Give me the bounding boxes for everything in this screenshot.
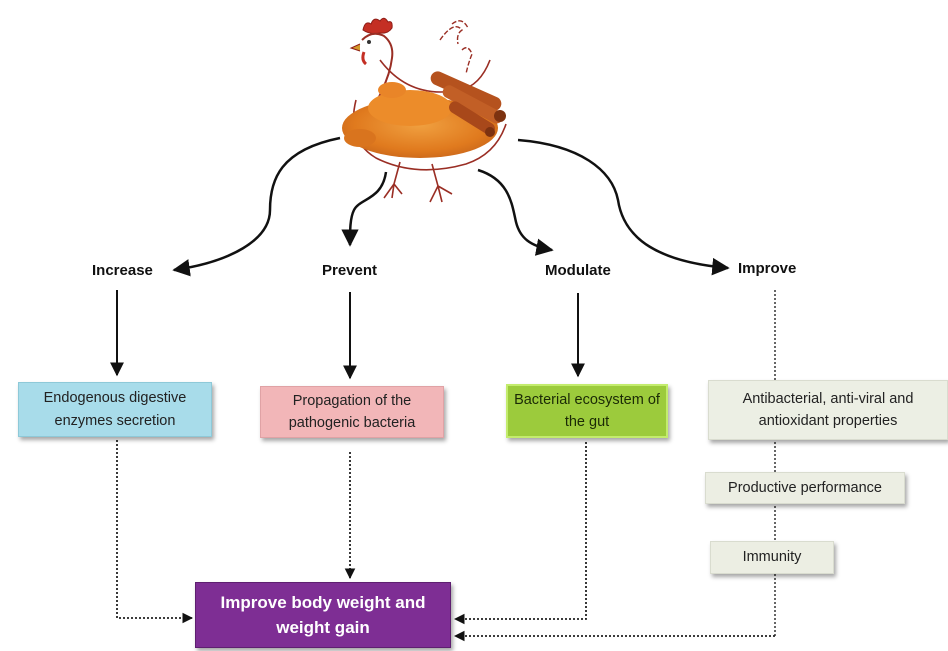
dotted-arrow-bacterial-to-outcome bbox=[453, 442, 587, 625]
cinnamon-sticks-icon bbox=[430, 71, 506, 137]
box-outcome-body-weight: Improve body weight and weight gain bbox=[195, 582, 451, 648]
label-increase: Increase bbox=[92, 262, 153, 279]
arrow-to-increase bbox=[172, 136, 341, 277]
box-antibacterial-properties: Antibacterial, anti-viral and antioxidan… bbox=[708, 380, 948, 440]
dotted-arrow-endogenous-to-outcome bbox=[116, 440, 194, 624]
arrow-to-modulate bbox=[477, 168, 554, 256]
box-bacterial-ecosystem: Bacterial ecosystem of the gut bbox=[506, 384, 668, 438]
label-modulate: Modulate bbox=[545, 262, 611, 279]
box-endogenous-enzymes: Endogenous digestive enzymes secretion bbox=[18, 382, 212, 437]
box-propagation-bacteria: Propagation of the pathogenic bacteria bbox=[260, 386, 444, 438]
label-prevent: Prevent bbox=[322, 262, 378, 279]
label-improve: Improve bbox=[738, 260, 797, 277]
box-productive-performance: Productive performance bbox=[705, 472, 905, 504]
arrow-to-improve bbox=[517, 138, 730, 276]
arrow-to-prevent bbox=[341, 171, 388, 247]
box-immunity: Immunity bbox=[710, 541, 834, 574]
